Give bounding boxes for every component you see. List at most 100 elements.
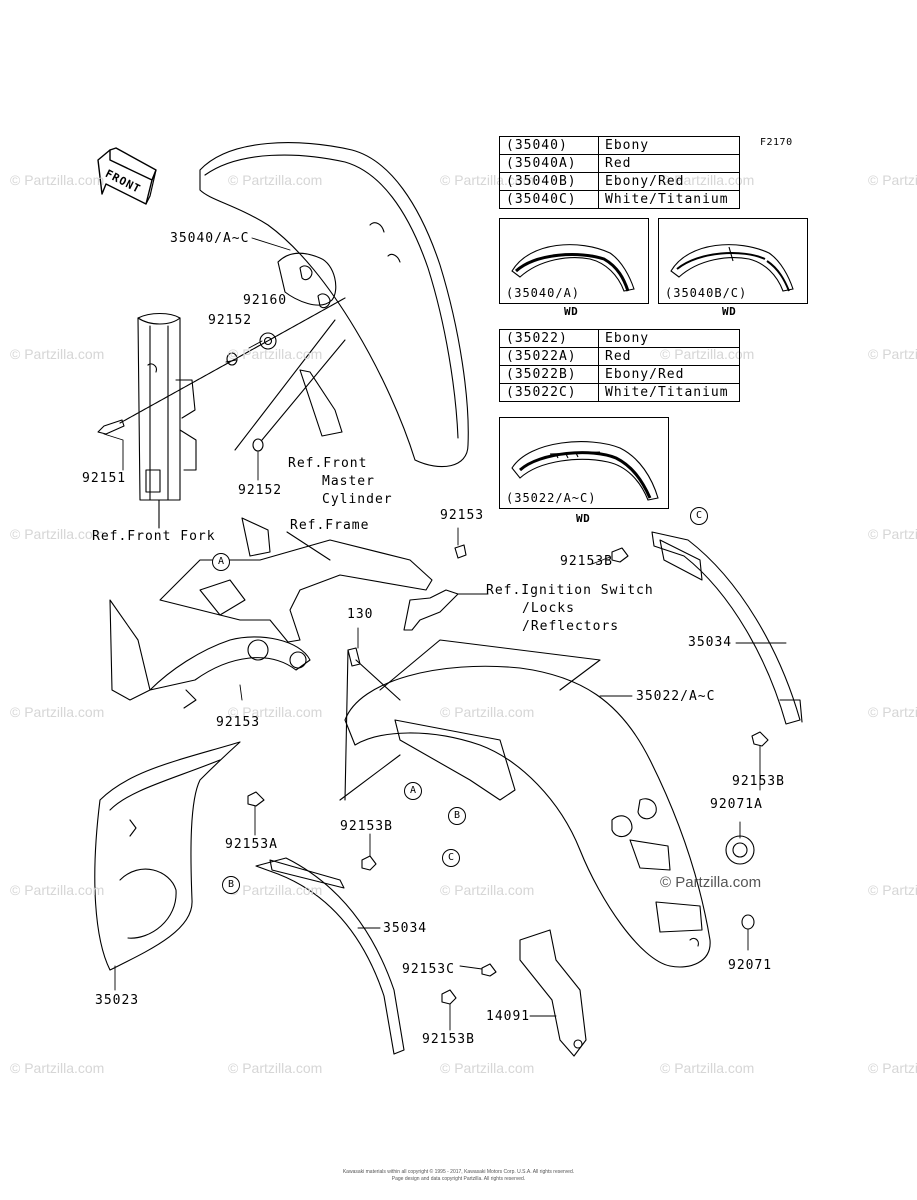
- watermark: © Partzilla.com: [228, 346, 323, 362]
- callout-92160: 92160: [243, 293, 288, 308]
- front-fender-drawing: [199, 142, 469, 468]
- wd-label: WD: [564, 305, 579, 318]
- rear-fender-icon: [511, 441, 659, 501]
- wd-label: WD: [576, 512, 591, 525]
- watermark: © Partzilla.com: [10, 346, 105, 362]
- watermark: © Partzilla.com: [10, 704, 105, 720]
- bolt-92151-icon: [97, 419, 125, 435]
- variant-caption: (35040/A): [506, 286, 581, 300]
- watermark: © Partzilla.com: [440, 882, 535, 898]
- bolt-92153-top-icon: [454, 544, 467, 559]
- figure-id: F2170: [760, 137, 793, 148]
- watermark: © Partzilla.com: [868, 346, 917, 362]
- variant-caption: (35022/A~C): [506, 491, 597, 505]
- bolt-130-icon: [347, 647, 361, 667]
- callout-35022: 35022/A~C: [636, 689, 716, 704]
- callout-92152: 92152: [208, 313, 253, 328]
- ref-front-master-cylinder: Master: [322, 474, 375, 489]
- watermark: © Partzilla.com: [440, 704, 535, 720]
- callout-92153b-bottom: 92153B: [422, 1032, 475, 1047]
- ref-marker-b: B: [222, 876, 240, 894]
- callout-92153b-top: 92153B: [560, 554, 613, 569]
- callout-92153a: 92153A: [225, 837, 278, 852]
- watermark: © Partzilla.com: [228, 172, 323, 188]
- table-row: (35022A)Red: [499, 347, 740, 366]
- side-cover-35023-drawing: [94, 741, 241, 971]
- ref-marker-c: C: [690, 507, 708, 525]
- front-fender-a-icon: [511, 244, 635, 292]
- ref-marker-b: B: [448, 807, 466, 825]
- watermark: © Partzilla.com: [868, 526, 917, 542]
- callout-92071: 92071: [728, 958, 773, 973]
- ref-ignition-switch: /Locks: [522, 601, 575, 616]
- frame-drawing: [109, 517, 433, 709]
- variant-box-front-a: (35040/A): [499, 218, 649, 304]
- nut-92153b-mid-icon: [361, 855, 377, 871]
- watermark: © Partzilla.com: [868, 1060, 917, 1076]
- watermark: © Partzilla.com: [868, 704, 917, 720]
- front-fender-bc-icon: [670, 244, 794, 292]
- watermark: © Partzilla.com: [228, 704, 323, 720]
- collar-hole-icon: [263, 336, 273, 346]
- ref-front-fork: Ref.Front Fork: [92, 529, 216, 544]
- watermark: © Partzilla.com: [228, 882, 323, 898]
- watermark: © Partzilla.com: [10, 526, 105, 542]
- callout-35023: 35023: [95, 993, 140, 1008]
- table-row: (35040C)White/Titanium: [499, 190, 740, 209]
- watermark: © Partzilla.com: [440, 1060, 535, 1076]
- bracket-35034-right-drawing: [651, 531, 803, 725]
- washer-92152b-icon: [252, 438, 264, 452]
- ref-front-master-cylinder: Ref.Front: [288, 456, 368, 471]
- callout-130: 130: [347, 607, 374, 622]
- callout-35040: 35040/A~C: [170, 231, 250, 246]
- table-row: (35022B)Ebony/Red: [499, 365, 740, 384]
- table-row: (35022)Ebony: [499, 329, 740, 348]
- bracket-35034-bottom-drawing: [255, 857, 405, 1055]
- table-row: (35022C)White/Titanium: [499, 383, 740, 402]
- callout-92071a: 92071A: [710, 797, 763, 812]
- nut-92153c-icon: [481, 963, 497, 977]
- callout-92153-top: 92153: [440, 508, 485, 523]
- footer-copyright: Kawasaki materials within all copyright …: [342, 1169, 575, 1175]
- collar-92160-icon: [259, 332, 277, 350]
- wd-label: WD: [722, 305, 737, 318]
- nut-92153b-bottom-icon: [441, 989, 457, 1005]
- callout-92153b-mid: 92153B: [340, 819, 393, 834]
- callout-92153b-right: 92153B: [732, 774, 785, 789]
- table-row: (35040B)Ebony/Red: [499, 172, 740, 191]
- callout-35034-bottom: 35034: [383, 921, 428, 936]
- ref-frame: Ref.Frame: [290, 518, 370, 533]
- watermark-main: © Partzilla.com: [660, 874, 762, 891]
- front-fender-color-table: (35040)Ebony (35040A)Red (35040B)Ebony/R…: [499, 136, 740, 209]
- bracket-14091-drawing: [519, 929, 587, 1057]
- callout-92153-left: 92153: [216, 715, 261, 730]
- footer-copyright: Page design and data copyright Partzilla…: [391, 1176, 526, 1182]
- watermark: © Partzilla.com: [10, 172, 105, 188]
- watermark: © Partzilla.com: [10, 1060, 105, 1076]
- ref-marker-c: C: [442, 849, 460, 867]
- table-row: (35040)Ebony: [499, 136, 740, 155]
- leader-lines: [103, 237, 787, 1031]
- watermark: © Partzilla.com: [868, 172, 917, 188]
- grommet-92071-icon: [741, 914, 755, 930]
- front-fork-drawing: [137, 312, 197, 501]
- washer-92152-icon: [226, 352, 238, 366]
- callout-35034-right: 35034: [688, 635, 733, 650]
- watermark: © Partzilla.com: [228, 1060, 323, 1076]
- callout-92152-lower: 92152: [238, 483, 283, 498]
- variant-box-rear: (35022/A~C): [499, 417, 669, 509]
- watermark: © Partzilla.com: [660, 1060, 755, 1076]
- rear-fender-color-table: (35022)Ebony (35022A)Red (35022B)Ebony/R…: [499, 329, 740, 402]
- ref-marker-a: A: [212, 553, 230, 571]
- callout-14091: 14091: [486, 1009, 531, 1024]
- nut-92153a-icon: [247, 791, 265, 807]
- watermark: © Partzilla.com: [10, 882, 105, 898]
- rear-fender-drawing: [344, 639, 711, 968]
- ref-marker-a: A: [404, 782, 422, 800]
- callout-92151: 92151: [82, 471, 127, 486]
- table-row: (35040A)Red: [499, 154, 740, 173]
- variant-box-front-bc: (35040B/C): [658, 218, 808, 304]
- ref-ignition-switch: /Reflectors: [522, 619, 620, 634]
- ref-front-master-cylinder: Cylinder: [322, 492, 393, 507]
